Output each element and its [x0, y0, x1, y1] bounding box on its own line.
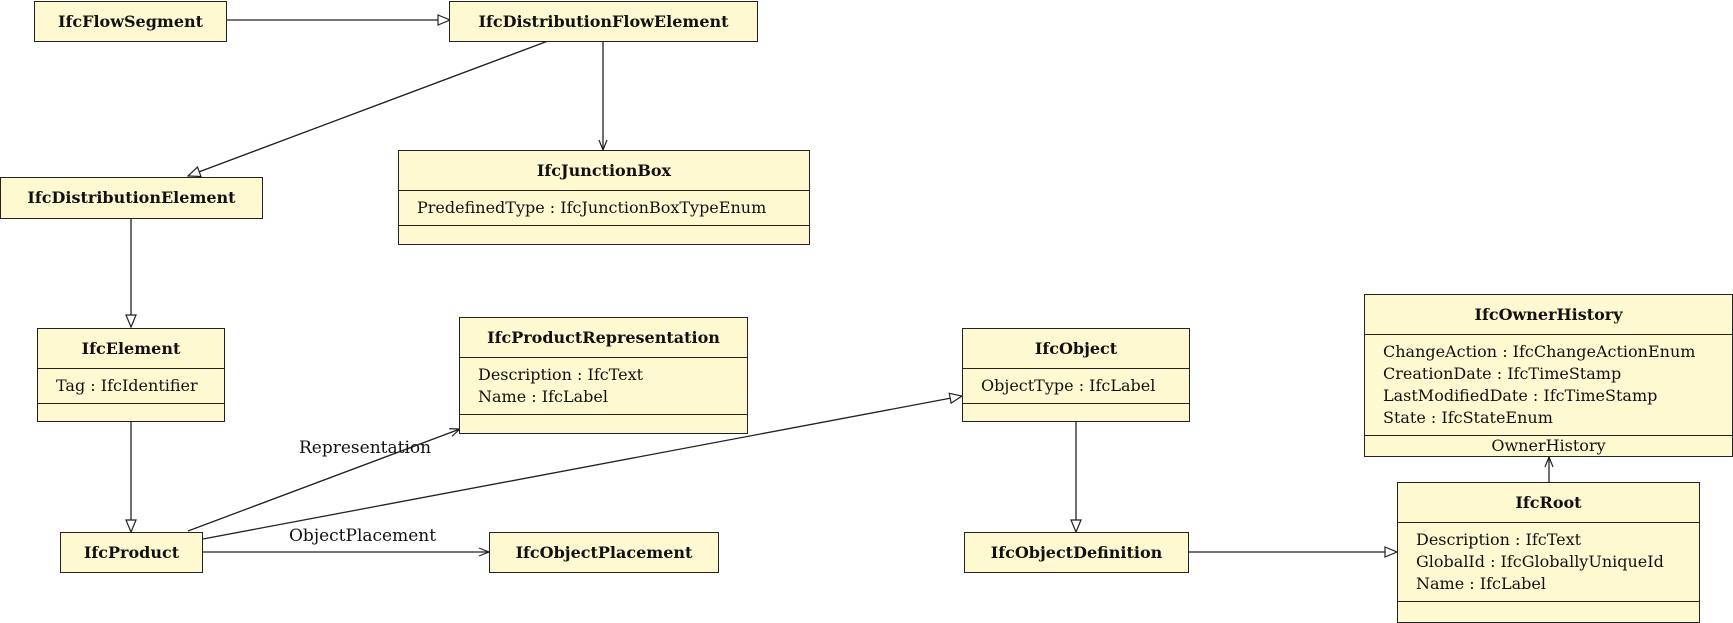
class-name: IfcObjectPlacement [515, 543, 693, 562]
class-name: IfcObject [1034, 339, 1118, 358]
class-ifcobjectdefinition[interactable]: IfcObjectDefinition [964, 532, 1189, 573]
class-attribute: Name : IfcLabel [1416, 574, 1546, 593]
class-operations [460, 414, 747, 432]
class-attribute: Description : IfcText [478, 365, 644, 384]
class-operations [963, 403, 1189, 421]
class-attribute: ChangeAction : IfcChangeActionEnum [1383, 342, 1696, 361]
class-attribute: State : IfcStateEnum [1383, 408, 1553, 427]
class-operations [1398, 601, 1699, 619]
class-attribute: PredefinedType : IfcJunctionBoxTypeEnum [417, 198, 767, 217]
class-operations [38, 403, 224, 421]
class-attributes: Description : IfcText GlobalId : IfcGlob… [1398, 522, 1699, 601]
class-attribute: ObjectType : IfcLabel [981, 376, 1156, 395]
class-attribute: Name : IfcLabel [478, 387, 608, 406]
edge-product-representation [187, 429, 460, 532]
class-attributes: ObjectType : IfcLabel [963, 368, 1189, 403]
class-name: IfcOwnerHistory [1474, 305, 1623, 324]
edge-label-objectplacement: ObjectPlacement [289, 526, 436, 546]
class-association-end-label: OwnerHistory [1365, 435, 1732, 456]
class-ifcdistributionelement[interactable]: IfcDistributionElement [0, 177, 263, 219]
class-name: IfcDistributionFlowElement [478, 12, 729, 31]
class-ifcobjectplacement[interactable]: IfcObjectPlacement [489, 532, 719, 573]
class-name: IfcElement [81, 339, 181, 358]
class-attributes: PredefinedType : IfcJunctionBoxTypeEnum [399, 190, 809, 225]
class-attribute: LastModifiedDate : IfcTimeStamp [1383, 386, 1658, 405]
class-name: IfcObjectDefinition [990, 543, 1163, 562]
class-ifcdistributionflowelement[interactable]: IfcDistributionFlowElement [449, 1, 758, 42]
class-ifcownerhistory[interactable]: IfcOwnerHistory ChangeAction : IfcChange… [1364, 294, 1733, 457]
class-attributes: Description : IfcText Name : IfcLabel [460, 357, 747, 414]
class-ifcflowsegment[interactable]: IfcFlowSegment [34, 1, 227, 42]
class-ifcobject[interactable]: IfcObject ObjectType : IfcLabel [962, 328, 1190, 422]
class-ifcjunctionbox[interactable]: IfcJunctionBox PredefinedType : IfcJunct… [398, 150, 810, 245]
edge-distributionflowelement-to-distributionelement [188, 40, 549, 176]
class-name: IfcRoot [1515, 493, 1582, 512]
class-attribute: CreationDate : IfcTimeStamp [1383, 364, 1622, 383]
class-name: IfcJunctionBox [536, 161, 672, 180]
class-ifcroot[interactable]: IfcRoot Description : IfcText GlobalId :… [1397, 482, 1700, 623]
class-attribute: Description : IfcText [1416, 530, 1582, 549]
class-name: IfcProduct [83, 543, 180, 562]
class-attribute: GlobalId : IfcGloballyUniqueId [1416, 552, 1664, 571]
class-attribute: Tag : IfcIdentifier [56, 376, 198, 395]
class-attributes: ChangeAction : IfcChangeActionEnum Creat… [1365, 334, 1732, 435]
class-name: IfcProductRepresentation [487, 328, 720, 347]
class-operations [399, 225, 809, 243]
class-ifcelement[interactable]: IfcElement Tag : IfcIdentifier [37, 328, 225, 422]
edge-product-to-object [202, 396, 962, 540]
class-ifcproduct[interactable]: IfcProduct [60, 532, 203, 573]
edge-label-representation: Representation [299, 438, 431, 458]
class-ifcproductrepresentation[interactable]: IfcProductRepresentation Description : I… [459, 317, 748, 434]
class-name: IfcFlowSegment [57, 12, 204, 31]
class-name: IfcDistributionElement [27, 188, 236, 207]
class-attributes: Tag : IfcIdentifier [38, 368, 224, 403]
